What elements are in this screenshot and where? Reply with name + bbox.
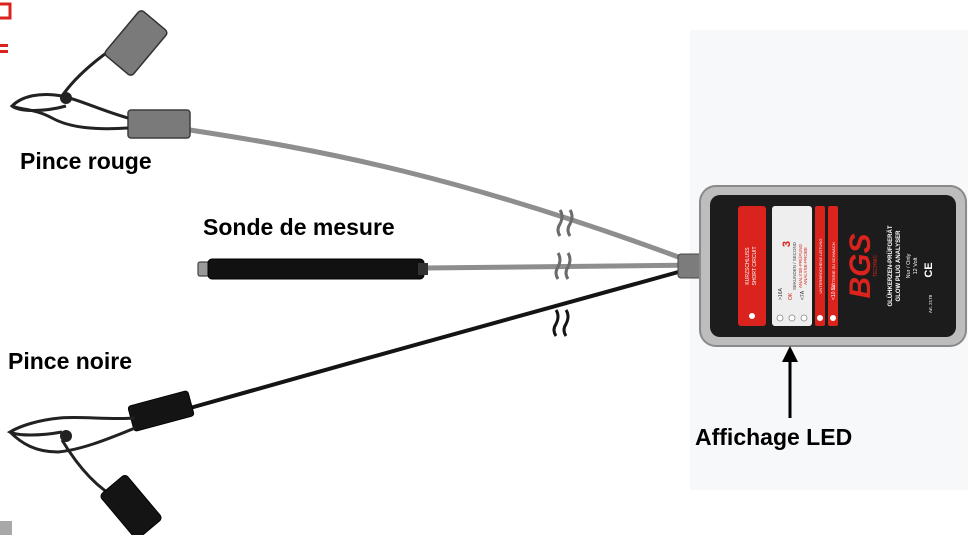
cable-break-marks xyxy=(552,209,574,337)
open-circuit-label: UNTERBROCHENE LEITUNG xyxy=(818,239,823,294)
probe-label-text: Sonde de mesure xyxy=(203,214,395,240)
red-clamp-label: Pince rouge xyxy=(20,148,152,174)
seconds-panel xyxy=(772,206,812,326)
cables xyxy=(187,127,703,410)
corner-logo-fragment xyxy=(0,0,16,56)
led-display-label: Affichage LED xyxy=(695,424,853,450)
ce-mark: CE xyxy=(923,262,935,277)
led-label-16a: >16A xyxy=(778,288,784,300)
red-clamp-grip xyxy=(104,10,168,76)
led-ok xyxy=(788,314,796,322)
voltage-line2: 12 Volt xyxy=(913,257,919,274)
voltage-line1: Nur / Only xyxy=(906,253,912,278)
low-battery-label: BATTERIE ZU SCHWACH xyxy=(831,242,836,289)
red-clamp-cable xyxy=(187,127,703,268)
black-clamp-pivot xyxy=(60,430,72,442)
probe-cable xyxy=(422,262,703,271)
seconds-value: 3 xyxy=(781,241,793,247)
probe-label-en: ANALYSE-PROBE xyxy=(803,247,808,285)
led-short xyxy=(749,313,755,319)
led-16a xyxy=(776,314,784,322)
brand-logo: BGS xyxy=(844,233,877,298)
black-clamp-jaws xyxy=(6,415,136,454)
device-title-en: GLOW PLUG ANALYSER xyxy=(896,230,902,302)
red-clamp-sleeve xyxy=(127,109,191,139)
brand-sub: TECHNIC xyxy=(873,255,879,278)
black-clamp-grip xyxy=(100,474,162,535)
black-clamp xyxy=(6,390,195,535)
led-7a xyxy=(800,314,808,322)
red-clamp xyxy=(9,10,191,139)
probe-body xyxy=(207,258,425,280)
red-clamp-jaws xyxy=(9,92,129,131)
led-label-ok: OK xyxy=(788,292,794,300)
red-clamp-pivot xyxy=(60,92,72,104)
led-open xyxy=(817,315,823,321)
short-circuit-label: KURZSCHLUSS xyxy=(745,247,751,285)
led-label-battery: <10.5V xyxy=(831,283,837,300)
black-clamp-label: Pince noire xyxy=(8,348,132,374)
led-label-7a: <7A xyxy=(800,290,806,300)
black-clamp-sleeve xyxy=(127,390,195,432)
corner-box xyxy=(0,521,12,535)
article-number: Art. 2178 xyxy=(928,294,933,313)
led-battery xyxy=(830,315,836,321)
seconds-label: SEKUNDEN / SECOND xyxy=(792,241,797,290)
short-circuit-label-en: SHORT CIRCUIT xyxy=(752,247,758,286)
probe-collar xyxy=(418,263,428,275)
low-battery-strip xyxy=(828,206,838,326)
device-title-de: GLÜHKERZEN-PRÜFGERÄT xyxy=(887,225,894,306)
open-circuit-strip xyxy=(815,206,825,326)
led-pointer-arrow xyxy=(782,346,798,418)
led-display-device: KURZSCHLUSS SHORT CIRCUIT 3 SEKUNDEN / S… xyxy=(677,185,967,347)
black-clamp-cable xyxy=(188,264,702,410)
short-circuit-strip xyxy=(738,206,766,326)
measurement-probe xyxy=(197,258,428,280)
probe-label: ANALYSE-PRÜFUNG xyxy=(797,243,803,288)
